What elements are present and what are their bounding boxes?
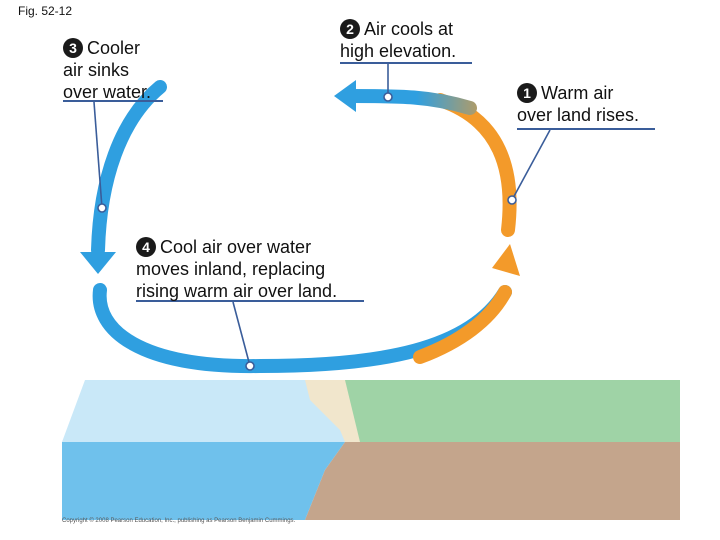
step-3-line-3: over water. [63, 82, 152, 102]
landscape [62, 380, 680, 520]
step-4-line-1: Cool air over water [160, 237, 312, 257]
figure-label: Fig. 52-12 [18, 4, 73, 18]
land-front [305, 442, 680, 520]
warm-air-rising-arrow [433, 93, 517, 237]
step-4-line-3: rising warm air over land. [136, 281, 338, 301]
cooling-air-top-arrow [343, 89, 477, 115]
water-front [62, 442, 345, 520]
air-circulation [80, 80, 520, 374]
water-surface [62, 380, 345, 442]
beach [295, 380, 360, 442]
leader-line-4 [232, 301, 251, 367]
leader-dot-4 [245, 361, 255, 371]
step-4-line-2: moves inland, replacing [136, 259, 326, 279]
step-3-line-1: Cooler [87, 38, 141, 58]
step-3-badge: 3 [63, 38, 83, 58]
warm-air-rising-arrowhead [492, 244, 520, 276]
leader-dot-2 [383, 92, 393, 102]
leader-line-1 [511, 129, 551, 201]
step-1-line-2: over land rises. [517, 105, 640, 125]
step-3-line-2: air sinks [63, 60, 130, 80]
label-underlines [63, 62, 655, 302]
cool-air-descending-arrowhead [80, 252, 116, 274]
step-1-line-1: Warm air [541, 83, 614, 103]
step-2-line-2: high elevation. [340, 41, 457, 61]
land-surface [300, 380, 680, 442]
step-2-line-1: Air cools at [364, 19, 454, 39]
step-1-badge: 1 [517, 83, 537, 103]
leader-line-3 [93, 101, 103, 209]
leader-dot-3 [97, 203, 107, 213]
leader-dot-1 [507, 195, 517, 205]
step-2-badge: 2 [340, 19, 360, 39]
cool-air-descending-arrow [91, 80, 167, 257]
leader-lines [93, 63, 551, 371]
step-4-badge: 4 [136, 237, 156, 257]
copyright-notice: Copyright © 2008 Pearson Education, Inc.… [62, 518, 296, 524]
top-arrowhead [334, 80, 356, 112]
warm-air-near-surface-arrow [413, 285, 512, 364]
